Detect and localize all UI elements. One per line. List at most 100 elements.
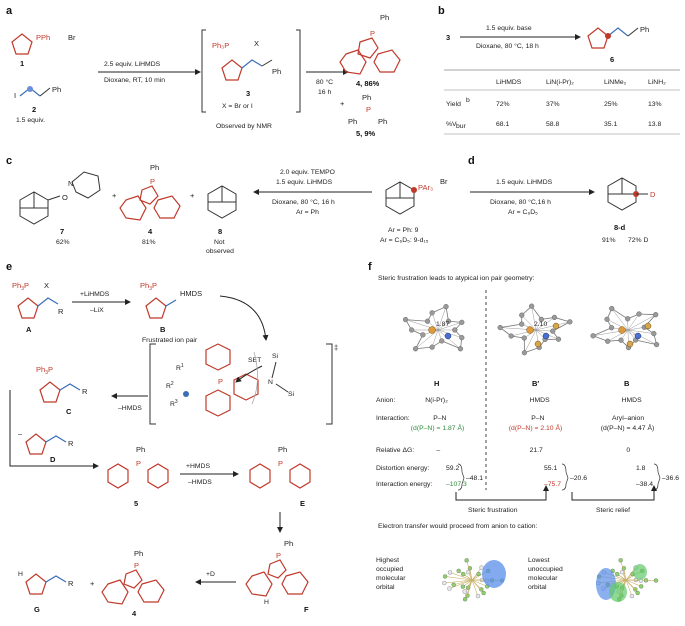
ring-C [39, 381, 61, 403]
compound-4-label-c: 4 [148, 227, 153, 236]
phenyl-label-2: Ph [52, 85, 61, 94]
ring-B [145, 297, 167, 319]
energy-sum: –48.1 [466, 475, 483, 482]
cond-c-bottom2: Ar = Ph [296, 209, 319, 216]
compound-8-label: 8 [218, 227, 222, 236]
atom-nitrogen [542, 332, 550, 340]
atom-carbon [651, 330, 657, 337]
step-e-bottom: –HMDS [188, 479, 212, 486]
atom-carbon [424, 318, 431, 324]
svg-text:R: R [68, 579, 74, 588]
energy-cell: 55.1 [544, 465, 557, 472]
table-b-header: LiNMe₂ [604, 79, 627, 86]
svg-text:+: + [90, 579, 95, 588]
electron-transfer-title: Electron transfer would proceed from ani… [378, 523, 538, 530]
svg-text:P: P [136, 459, 141, 468]
atom-carbon [550, 328, 556, 334]
ring-G [25, 573, 47, 595]
table-b-cell: 68.1 [496, 121, 509, 128]
ring-D [25, 433, 47, 455]
atom-silicon [552, 322, 560, 330]
cyclopentyl-ring-1 [11, 33, 33, 55]
homo-label: molecular [376, 575, 406, 582]
svg-text:P: P [278, 459, 283, 468]
atom [462, 589, 467, 594]
table-b-cell: %V [446, 121, 457, 128]
atom-carbon [409, 327, 415, 333]
svg-text:R: R [82, 387, 88, 396]
p-label-4: P [370, 29, 375, 38]
orbitals: HighestoccupiedmolecularorbitalLowestuno… [376, 557, 659, 602]
table-b-cell: 58.8 [546, 121, 559, 128]
lumo-molecule [596, 558, 659, 602]
svg-text:R: R [58, 307, 64, 316]
atom [447, 586, 452, 591]
svg-text:R3: R3 [170, 399, 178, 408]
panel-a: a PPh Br 1 I Ph 2 1.5 equiv. 2.5 equiv. … [6, 5, 401, 138]
table-b-cell: 25% [604, 101, 618, 108]
crystal-structure-1: 1.87H [402, 304, 465, 388]
product-5-label: 5, 9% [356, 129, 376, 138]
product-4-label: 4, 86% [356, 79, 380, 88]
atom-silicon [626, 340, 634, 348]
energy-cell: – [436, 447, 440, 454]
homo-label: Highest [376, 557, 399, 564]
atom-carbon [538, 316, 544, 322]
lumo-label: orbital [528, 584, 547, 591]
svg-text:Ph: Ph [136, 445, 145, 454]
atom-carbon [604, 316, 610, 322]
oxygen-atom-7: O [62, 193, 68, 202]
svg-text:H: H [264, 599, 269, 606]
frustrated-ion-pair: Frustrated ion pair [142, 337, 198, 344]
compound-7-yield: 62% [56, 239, 70, 246]
atom-carbon [605, 338, 611, 344]
svg-text:Ph: Ph [348, 117, 357, 126]
atom-carbon [459, 319, 465, 325]
atom-carbon [443, 304, 449, 310]
ring-A [17, 297, 39, 319]
label-C: C [66, 407, 72, 416]
svg-text:X: X [44, 281, 49, 290]
compound-1-label: 1 [20, 59, 24, 68]
label-F: F [304, 605, 309, 614]
steric-relief-arrow [571, 485, 657, 501]
energy-cell: 0 [626, 447, 630, 454]
atom [633, 587, 638, 592]
atom [460, 584, 466, 589]
atom-carbon [429, 310, 435, 316]
label-D: D [50, 455, 56, 464]
atom-carbon [567, 319, 573, 325]
label-5-e: 5 [134, 499, 138, 508]
label-4-e: 4 [132, 609, 137, 618]
intermediate-3-label: 3 [246, 89, 250, 98]
energy-row-label: Relative ΔG: [376, 447, 414, 454]
structure-name: B′ [532, 379, 539, 388]
energy-cell: –75.7 [544, 481, 561, 488]
energy-cell: P–N [433, 415, 446, 422]
cond-a-top: 2.5 equiv. LiHMDS [104, 61, 161, 68]
atom [456, 568, 461, 573]
panel-b-label: b [438, 5, 445, 17]
table-b-header: LiHMDS [496, 79, 522, 86]
atom-carbon [439, 338, 445, 344]
energy-cell: (d(P–N) = 1.87 Å) [411, 423, 464, 432]
energy-cell: (d(P–N) = 2.10 Å) [509, 423, 562, 432]
lumo-label: unoccupied [528, 566, 563, 573]
atom [618, 558, 623, 563]
pn-distance-label: 2.10 [534, 321, 547, 328]
cond-d-bottom2: Ar = C₆D₅ [508, 209, 538, 216]
svg-text:–: – [18, 429, 23, 438]
atom [476, 571, 481, 577]
nmr-note: Observed by NMR [216, 123, 272, 130]
atom [629, 593, 635, 599]
yield-sup: b [466, 97, 470, 104]
atom-silicon [534, 340, 542, 348]
svg-text:+: + [190, 191, 195, 200]
table-b-cell: 37% [546, 101, 560, 108]
compound-4-yield-c: 81% [142, 239, 156, 246]
energy-cell: 21.7 [530, 447, 543, 454]
energy-cell: Aryl–anion [612, 415, 644, 422]
atom-carbon [497, 324, 503, 331]
